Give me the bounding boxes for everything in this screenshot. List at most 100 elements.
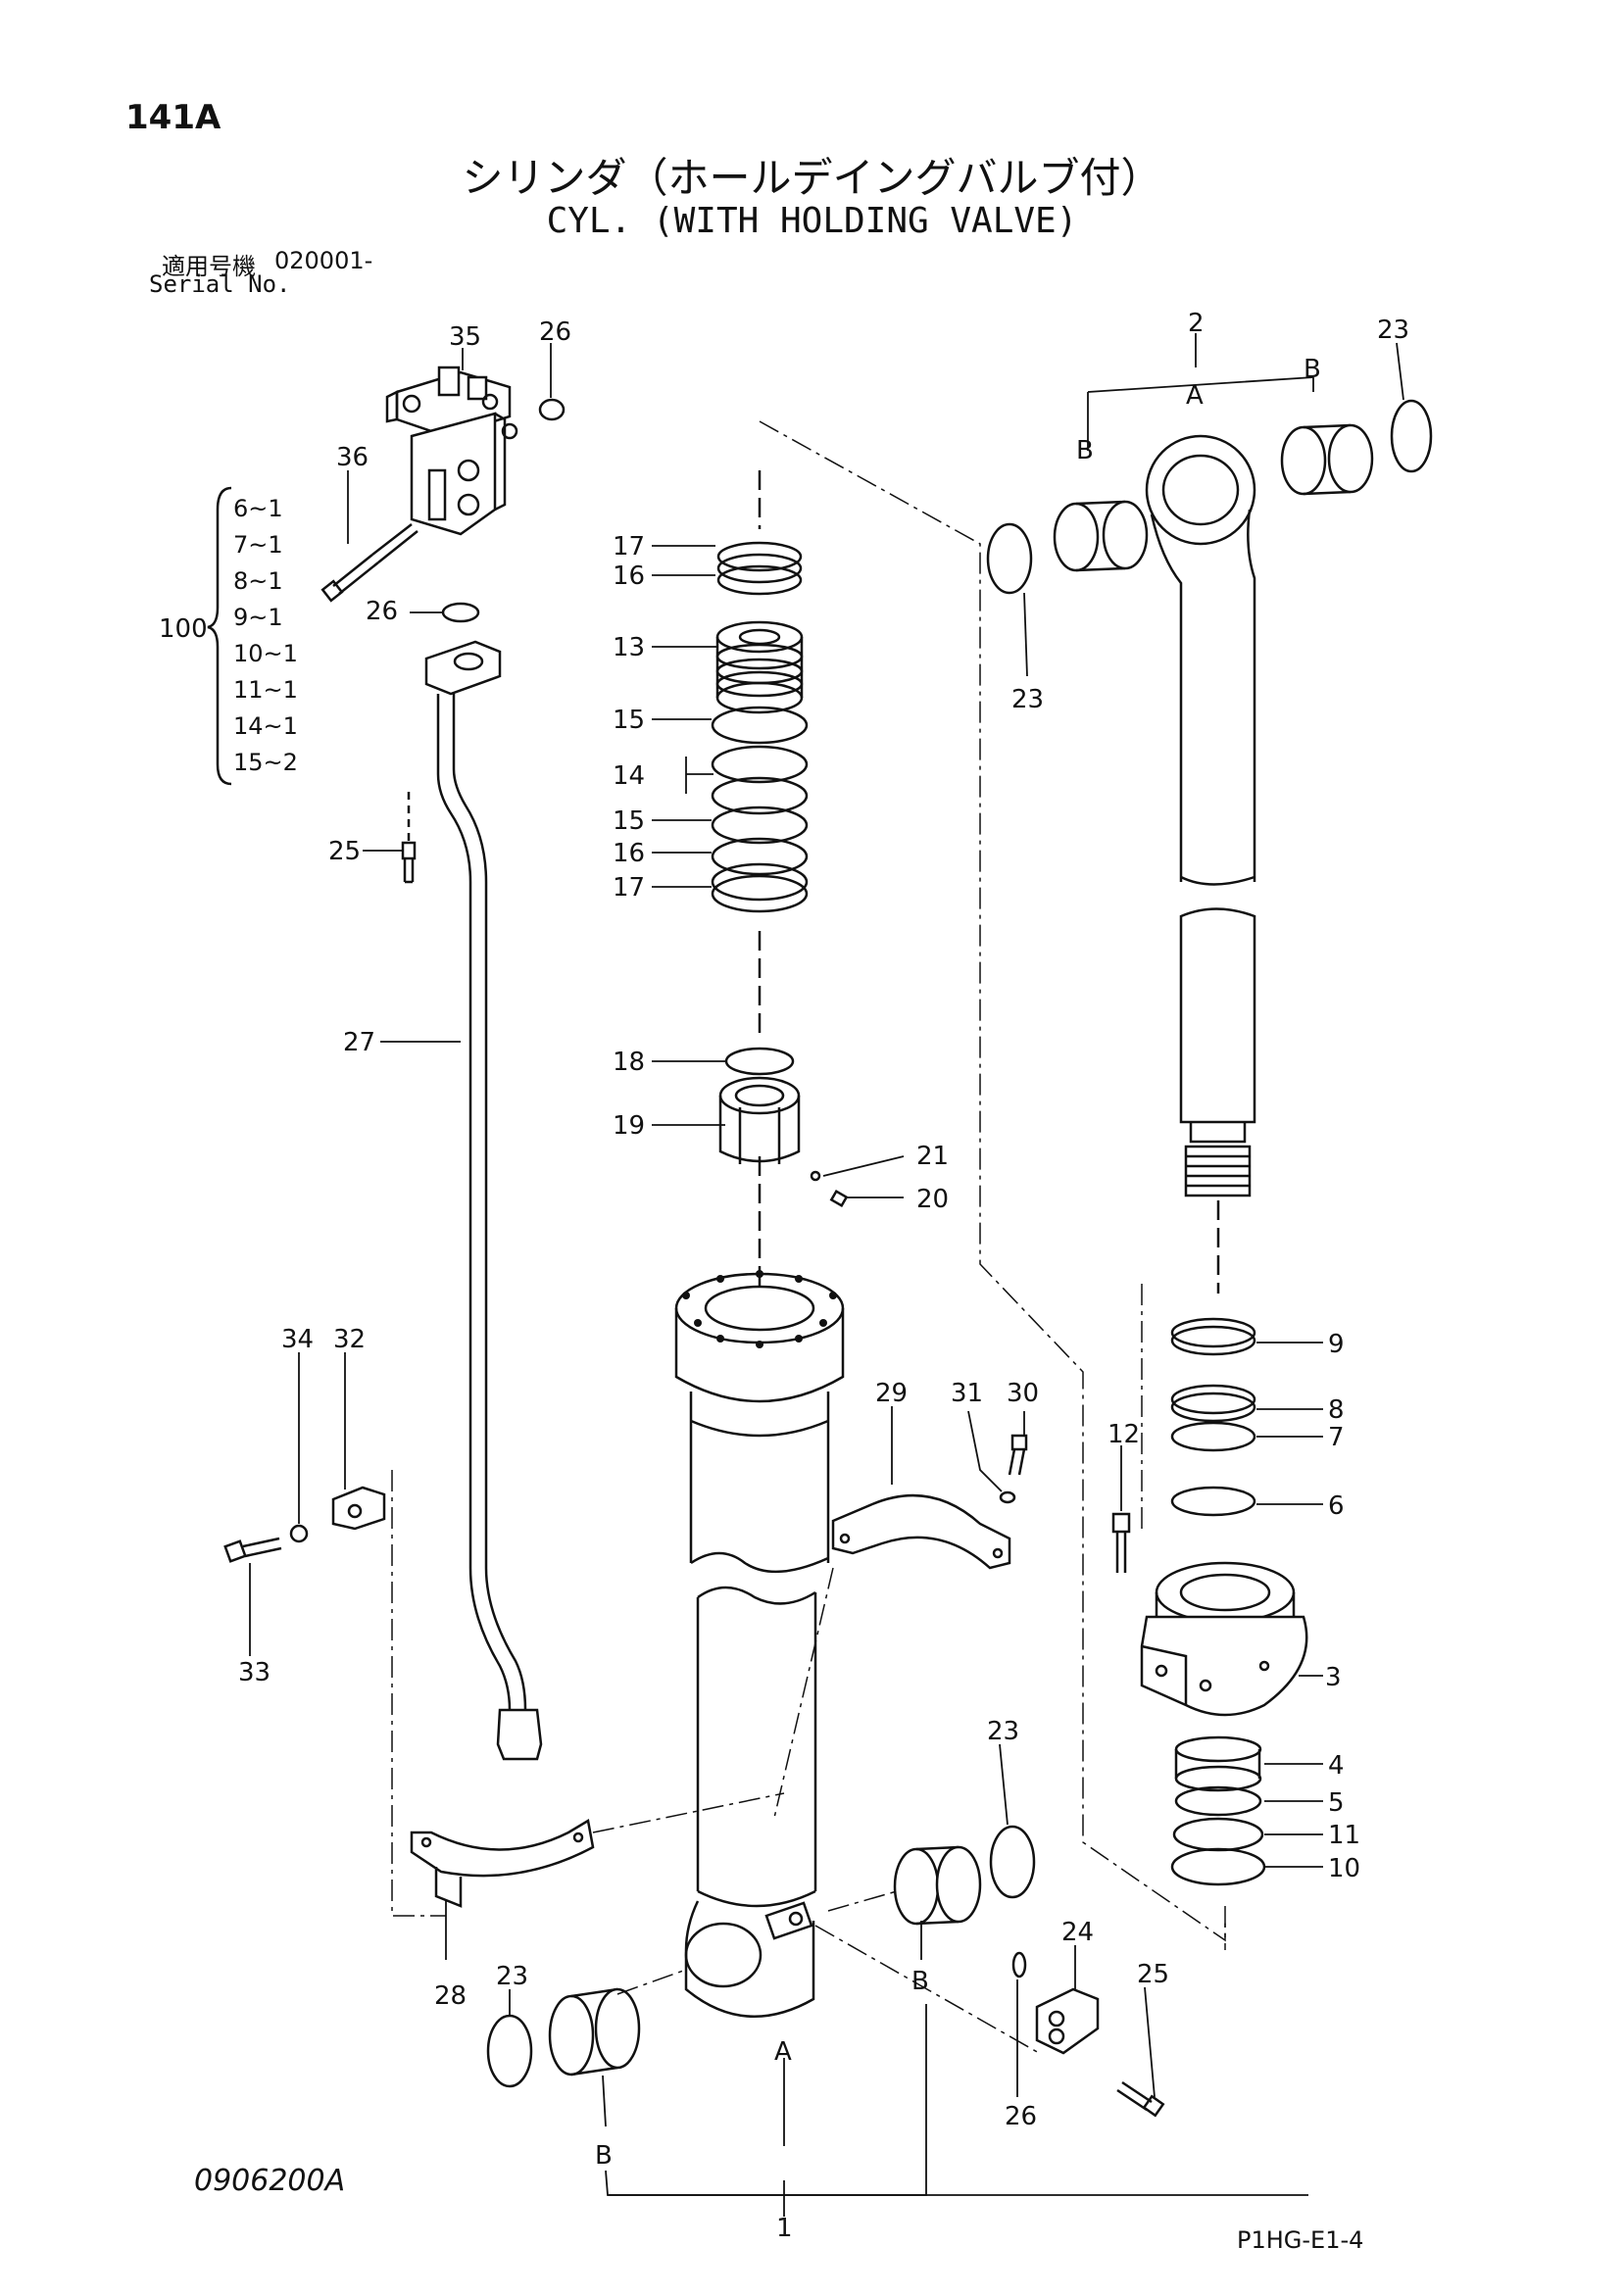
callout: 15	[613, 706, 645, 735]
callout: 12	[1107, 1420, 1140, 1449]
bolt-25b	[1116, 2080, 1165, 2118]
clamp-28	[410, 1819, 595, 1908]
seal-23d	[486, 2014, 533, 2088]
title-japanese: シリンダ（ホールデイングバルブ付）	[462, 154, 1162, 202]
callout: 36	[336, 443, 369, 472]
kit-item: 9~1	[233, 604, 283, 631]
callout: 16	[613, 839, 645, 868]
callout: 25	[328, 837, 361, 866]
kit-item: 11~1	[233, 676, 298, 704]
callout: B	[1076, 436, 1094, 465]
o-ring-26b	[441, 602, 480, 623]
callout: 5	[1328, 1788, 1345, 1818]
dash-dot-lines	[391, 420, 1226, 2054]
callout: 23	[1377, 316, 1409, 345]
callout-labels: 35 26 36 26 25 27 17 16 13 15 14 15 16 1…	[238, 309, 1409, 2243]
callout: 28	[434, 1981, 467, 2011]
callout: 6	[1328, 1491, 1345, 1521]
clamp-32	[331, 1486, 386, 1531]
washer-34	[289, 1524, 309, 1543]
callout: 20	[916, 1185, 949, 1214]
callout: 30	[1007, 1379, 1039, 1408]
callout: 17	[613, 873, 645, 903]
o-ring-18	[724, 1047, 795, 1076]
callout: 14	[613, 761, 645, 791]
leader-lines	[249, 333, 1404, 2217]
pipe-flange	[424, 640, 502, 696]
bolt-36	[320, 523, 418, 603]
callout: 27	[343, 1028, 375, 1057]
kit-item: 15~2	[233, 749, 298, 776]
block-24	[1035, 1987, 1100, 2055]
callout: 9	[1328, 1330, 1345, 1359]
rod-seals	[1170, 1317, 1256, 1517]
kit-item: 10~1	[233, 640, 298, 667]
holding-valve	[385, 366, 518, 536]
callout: 17	[613, 532, 645, 562]
callout: 23	[987, 1717, 1019, 1746]
bushing-b-lower-right	[893, 1845, 982, 1926]
kit-brace	[207, 486, 232, 786]
callout: 2	[1188, 309, 1205, 338]
callout: 13	[613, 633, 645, 662]
rod-cover-3	[1140, 1561, 1308, 1717]
callout: 25	[1137, 1960, 1169, 1989]
callout: 18	[613, 1048, 645, 1077]
callout: 1	[776, 2214, 793, 2243]
o-ring-26c	[1011, 1951, 1027, 1978]
document-code: 0906200A	[194, 2164, 346, 2198]
clamp-29	[831, 1493, 1011, 1570]
callout: 15	[613, 806, 645, 836]
callout: 7	[1328, 1423, 1345, 1452]
title-english: CYL. (WITH HOLDING VALVE)	[546, 201, 1078, 241]
o-ring-26a	[538, 398, 566, 421]
callout: B	[595, 2141, 613, 2171]
kit-item: 6~1	[233, 495, 283, 522]
head-bolt-holes	[682, 1270, 837, 1348]
serial-value: 020001-	[274, 247, 373, 274]
callout: 4	[1328, 1751, 1345, 1781]
bolt-30	[1008, 1434, 1028, 1476]
nut-19	[718, 1076, 801, 1164]
bushing-b-left	[1053, 500, 1149, 572]
callout: 26	[539, 318, 571, 347]
ball-21	[810, 1170, 821, 1182]
callout: 35	[449, 322, 481, 352]
callout: 29	[875, 1379, 908, 1408]
pipe-27	[436, 694, 543, 1761]
callout: B	[1304, 355, 1321, 384]
callout: 10	[1328, 1854, 1360, 1883]
callout: 34	[281, 1325, 314, 1354]
callout: 23	[496, 1962, 528, 1991]
bolt-33	[223, 1537, 282, 1563]
bolt-25a	[401, 841, 417, 884]
kit-label: 100	[159, 614, 208, 644]
callout: B	[911, 1967, 929, 1996]
callout: 3	[1325, 1663, 1342, 1692]
piston-seal-stack	[711, 541, 809, 913]
callout: 32	[333, 1325, 366, 1354]
kit-item: 7~1	[233, 531, 283, 559]
callout: 26	[366, 597, 398, 626]
gland-seals	[1170, 1735, 1266, 1886]
seal-23b	[1390, 399, 1433, 473]
callout: 24	[1061, 1918, 1094, 1947]
bushing-b-lower-left	[548, 1987, 641, 2076]
page-number: 141A	[125, 98, 221, 137]
piston-rod	[1145, 434, 1256, 1197]
callout: A	[1186, 381, 1204, 411]
callout: 16	[613, 562, 645, 591]
callout: 11	[1328, 1821, 1360, 1850]
callout: 21	[916, 1142, 949, 1171]
callout: 26	[1005, 2102, 1037, 2131]
callout: A	[774, 2037, 792, 2067]
figure-code: P1HG-E1-4	[1237, 2226, 1364, 2254]
kit-item: 14~1	[233, 712, 298, 740]
callout: 8	[1328, 1395, 1345, 1425]
seal-23c	[989, 1825, 1036, 1899]
callout: 33	[238, 1658, 271, 1687]
kit-item: 8~1	[233, 567, 283, 595]
bushing-b-right	[1280, 423, 1374, 496]
serial-label-japanese: 適用号機	[162, 253, 256, 280]
